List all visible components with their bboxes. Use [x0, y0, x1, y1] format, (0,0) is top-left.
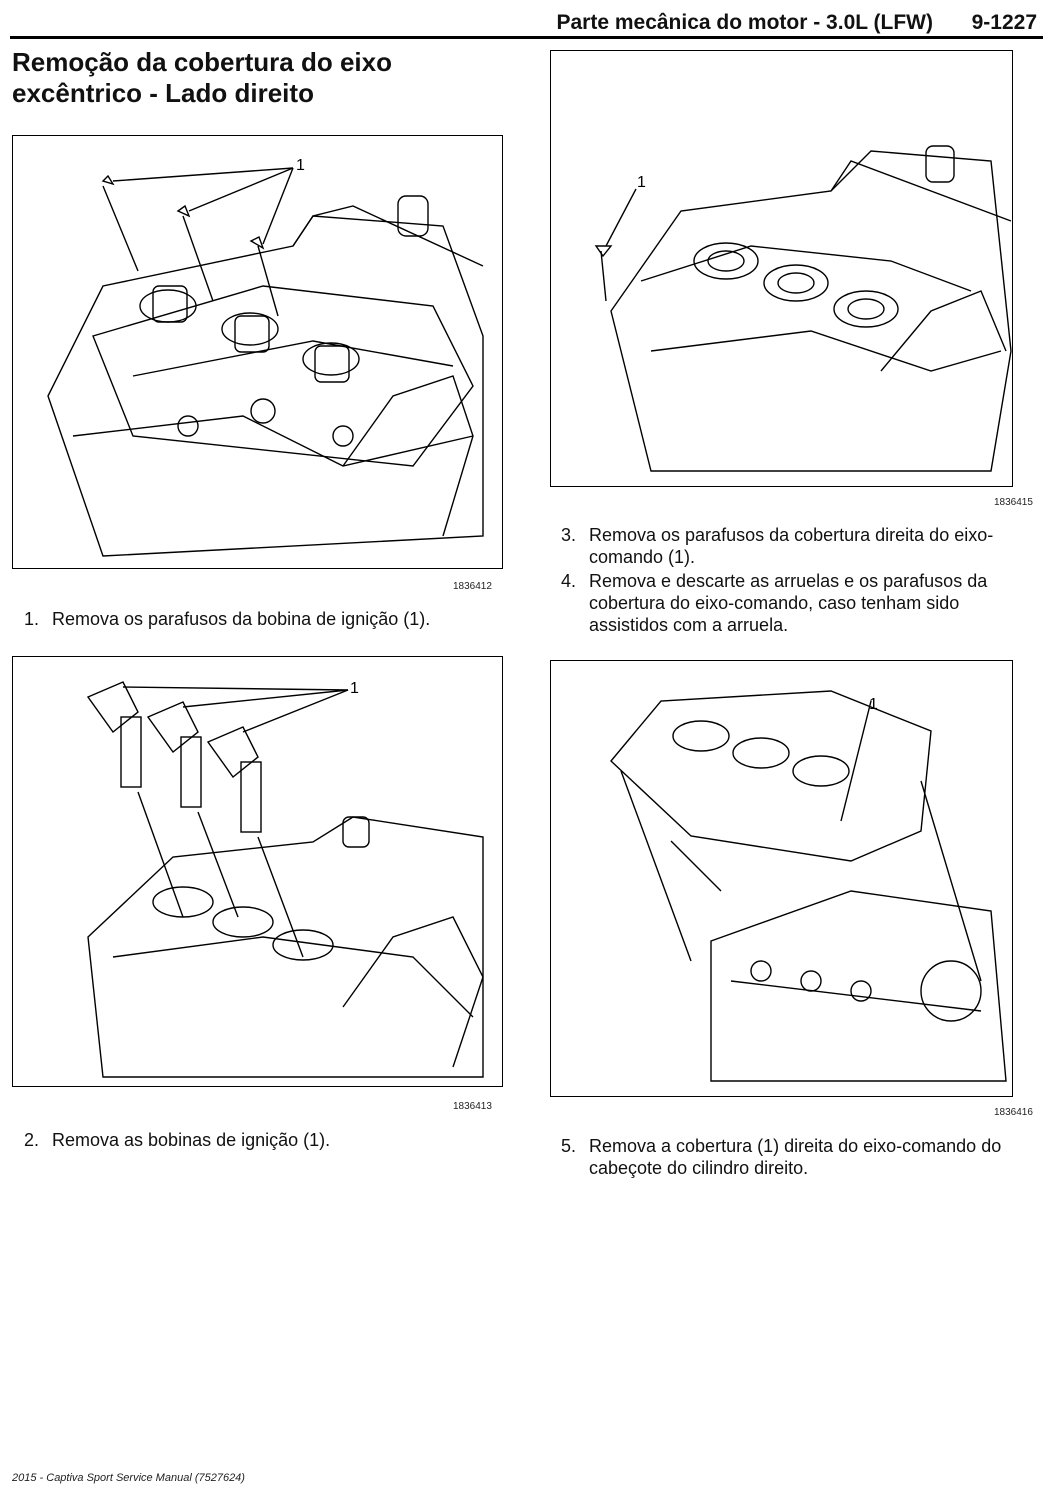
step-number: 3.: [561, 525, 577, 545]
page-footer: 2015 - Captiva Sport Service Manual (752…: [12, 1472, 245, 1484]
engine-illustration-4: 1: [610, 690, 1007, 1082]
step-text: Remova e descarte as arruelas e os paraf…: [589, 571, 988, 635]
step-5: 5. Remova a cobertura (1) direita do eix…: [561, 1135, 1036, 1179]
page-header: Parte mecânica do motor - 3.0L (LFW) 9-1…: [10, 6, 1043, 39]
step-text: Remova os parafusos da cobertura direita…: [589, 525, 994, 567]
page-number: 9-1227: [971, 11, 1037, 34]
step-number: 5.: [561, 1136, 577, 1156]
callout-1: 1: [869, 696, 878, 713]
figure-id: 1836412: [453, 581, 492, 592]
callout-1: 1: [350, 680, 359, 697]
step-3: 3. Remova os parafusos da cobertura dire…: [561, 524, 1036, 568]
section-title: Remoção da cobertura do eixo excêntrico …: [12, 47, 392, 108]
figure-id: 1836416: [994, 1107, 1033, 1118]
step-2: 2. Remova as bobinas de ignição (1).: [24, 1129, 494, 1153]
engine-illustration-2: 1: [86, 680, 484, 1078]
engine-illustration-3: 1: [594, 145, 1012, 472]
figure-id: 1836413: [453, 1101, 492, 1112]
step-text: Remova os parafusos da bobina de ignição…: [52, 609, 431, 629]
step-number: 1.: [24, 609, 40, 629]
step-text: Remova as bobinas de ignição (1).: [52, 1130, 331, 1150]
callout-1: 1: [296, 157, 305, 174]
step-1: 1. Remova os parafusos da bobina de igni…: [24, 608, 494, 652]
figure-ignition-coils: 1: [12, 656, 503, 1087]
step-text: Remova a cobertura (1) direita do eixo-c…: [589, 1136, 1002, 1178]
figure-camshaft-cover-removal: 1: [550, 660, 1013, 1097]
header-title: Parte mecânica do motor - 3.0L (LFW): [556, 11, 933, 34]
step-number: 2.: [24, 1130, 40, 1150]
figure-camshaft-cover-bolts: 1: [550, 50, 1013, 487]
step-number: 4.: [561, 571, 577, 591]
engine-illustration-1: 1: [47, 157, 484, 557]
step-4: 4. Remova e descarte as arruelas e os pa…: [561, 570, 1036, 636]
figure-id: 1836415: [994, 497, 1033, 508]
callout-1: 1: [637, 174, 646, 191]
figure-ignition-coil-bolts: 1: [12, 135, 503, 569]
